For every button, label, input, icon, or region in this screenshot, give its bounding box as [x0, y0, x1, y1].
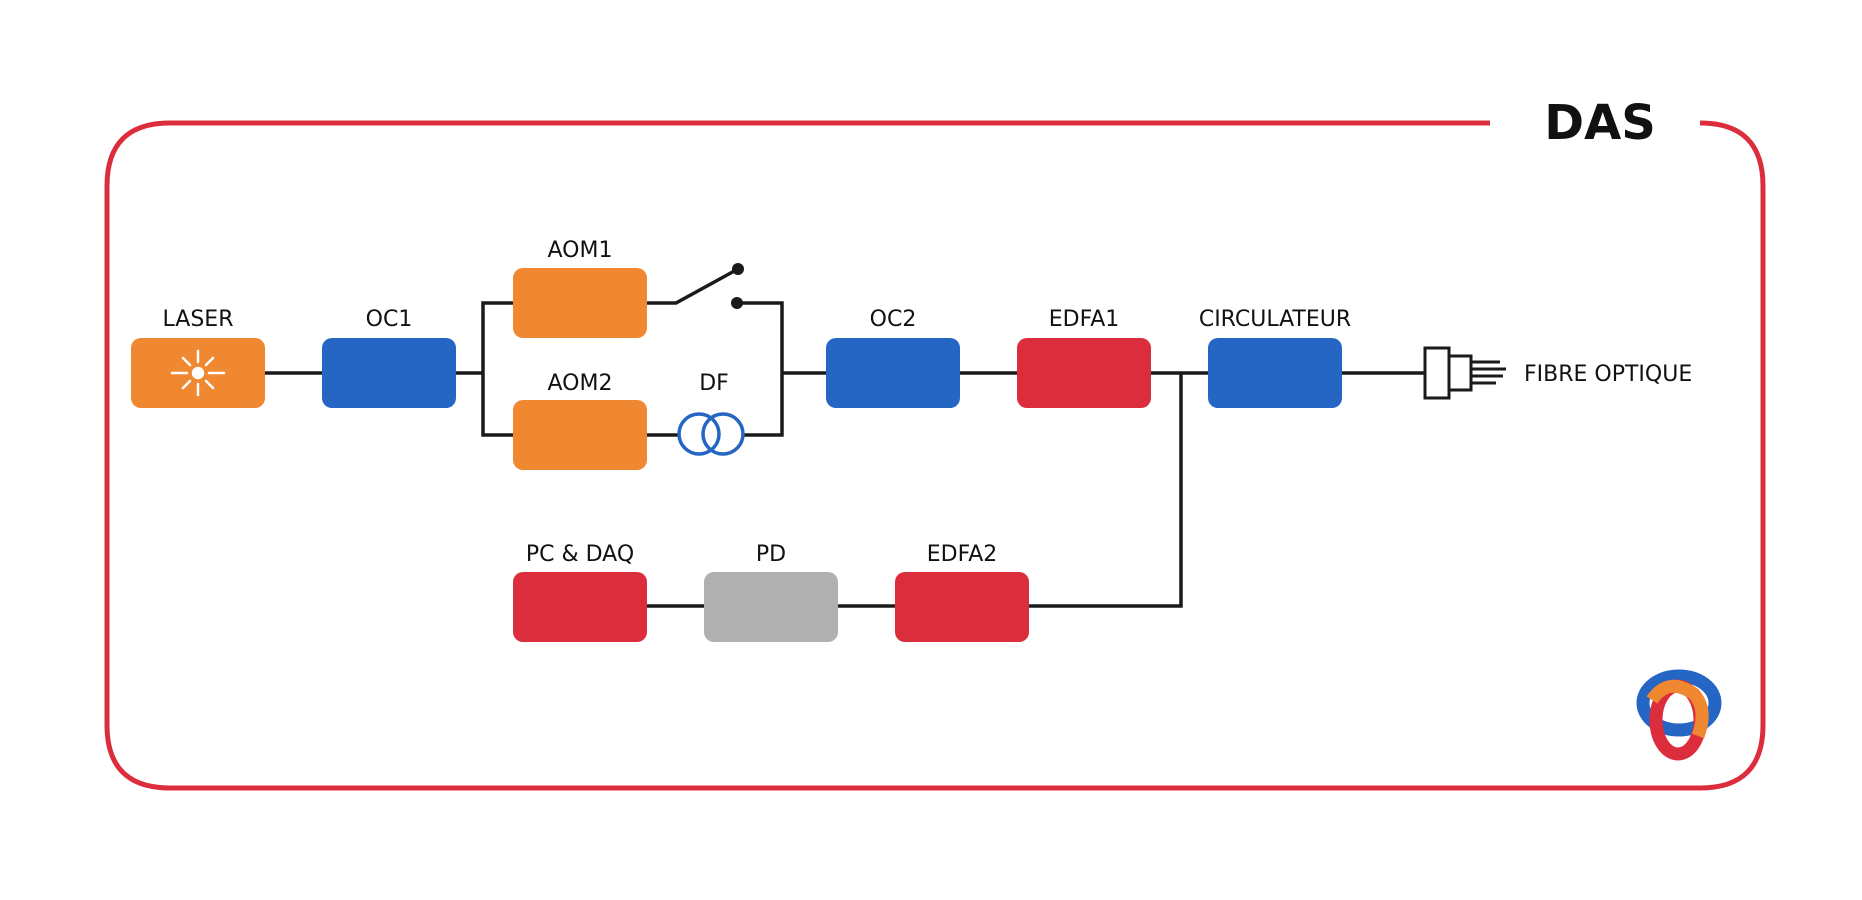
label-oc2: OC2	[870, 307, 917, 332]
block-edfa1: EDFA1	[1017, 307, 1151, 408]
block-aom2: AOM2	[513, 371, 647, 470]
label-pd: PD	[756, 542, 786, 567]
pc-daq-box	[513, 572, 647, 642]
oc2-box	[826, 338, 960, 408]
oc1-box	[322, 338, 456, 408]
circulateur-box	[1208, 338, 1342, 408]
fiber-connector-icon	[1423, 346, 1506, 400]
edfa1-box	[1017, 338, 1151, 408]
aom1-box	[513, 268, 647, 338]
laser-burst-icon	[170, 349, 226, 397]
edfa2-box	[895, 572, 1029, 642]
label-fibre-optique: FIBRE OPTIQUE	[1524, 362, 1692, 387]
label-edfa2: EDFA2	[927, 542, 998, 567]
block-aom1: AOM1	[513, 238, 647, 338]
block-pd: PD	[704, 542, 838, 642]
fiber-end: FIBRE OPTIQUE	[1423, 346, 1692, 400]
aom2-box	[513, 400, 647, 470]
fiber-delay-coil-icon	[677, 412, 745, 456]
df-element: DF	[677, 371, 745, 456]
label-laser: LASER	[163, 307, 234, 332]
block-pc-daq: PC & DAQ	[513, 542, 647, 642]
block-edfa2: EDFA2	[895, 542, 1029, 642]
diagram-title: DAS	[1544, 95, 1656, 151]
block-oc1: OC1	[322, 307, 456, 408]
label-pc-daq: PC & DAQ	[526, 542, 634, 567]
frame-border	[104, 120, 1766, 791]
label-oc1: OC1	[366, 307, 413, 332]
label-aom1: AOM1	[548, 238, 613, 263]
label-aom2: AOM2	[548, 371, 613, 396]
label-df: DF	[699, 371, 729, 396]
block-laser: LASER	[131, 307, 265, 408]
block-oc2: OC2	[826, 307, 960, 408]
logo-rings-icon	[1636, 669, 1722, 761]
pd-box	[704, 572, 838, 642]
block-circulateur: CIRCULATEUR	[1199, 307, 1351, 408]
switch-icon	[731, 263, 744, 309]
connections	[265, 267, 1425, 608]
label-circulateur: CIRCULATEUR	[1199, 307, 1351, 332]
label-edfa1: EDFA1	[1049, 307, 1120, 332]
